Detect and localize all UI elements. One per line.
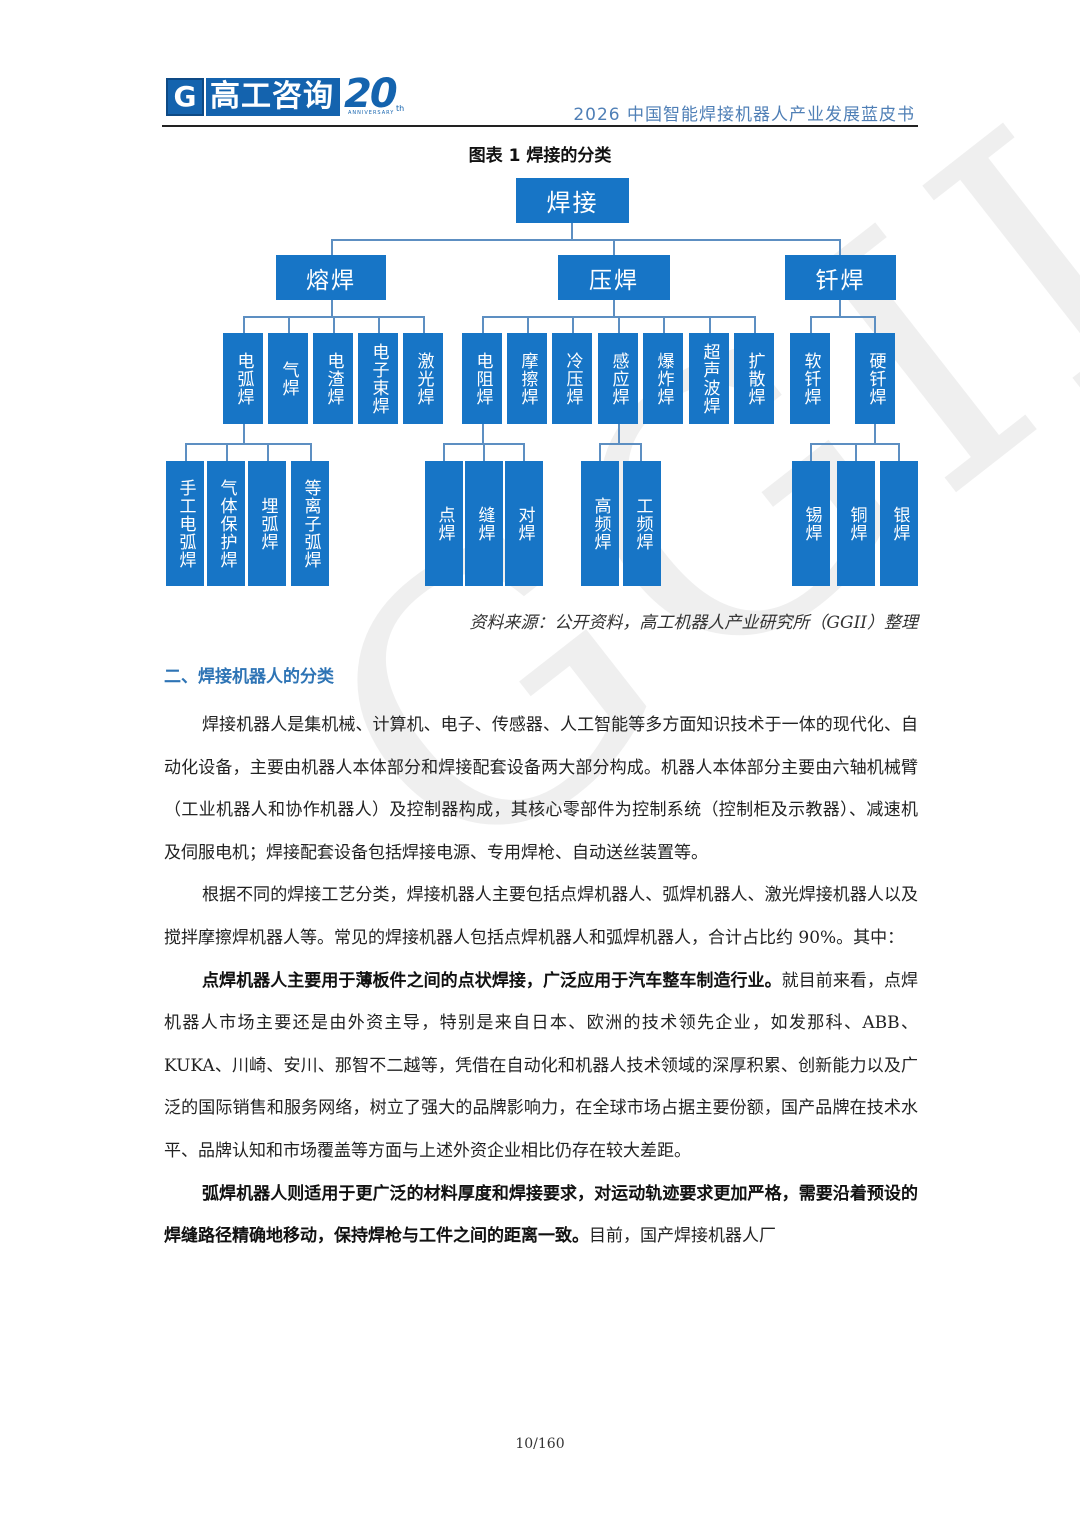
node-silver-brazing: 银焊 (880, 461, 918, 586)
node-electron-beam-welding: 电子束焊 (358, 333, 398, 424)
paragraph-1: 焊接机器人是集机械、计算机、电子、传感器、人工智能等多方面知识技术于一体的现代化… (164, 715, 918, 863)
node-submerged-arc-welding: 埋弧焊 (248, 461, 286, 586)
node-electroslag-welding: 电渣焊 (313, 333, 353, 424)
node-laser-welding: 激光焊 (403, 333, 443, 424)
connector (709, 316, 711, 333)
connector (618, 316, 620, 333)
connector (810, 443, 812, 461)
connector (243, 424, 245, 444)
node-power-frequency-welding: 工频焊 (623, 461, 661, 586)
company-logo: G 高工咨询 20 th ANNIVERSARY (166, 72, 408, 116)
connector (310, 443, 312, 461)
connector (267, 443, 269, 461)
connector (754, 316, 756, 333)
node-pressure-welding: 压焊 (558, 255, 670, 300)
paragraph-3: 点焊机器人主要用于薄板件之间的点状焊接，广泛应用于汽车整车制造行业。就目前来看，… (164, 960, 918, 1173)
node-explosion-welding: 爆炸焊 (643, 333, 683, 424)
node-manual-arc-welding: 手工电弧焊 (166, 461, 204, 586)
node-copper-brazing: 铜焊 (837, 461, 875, 586)
connector (810, 316, 876, 318)
connector (185, 443, 187, 461)
connector (378, 316, 380, 333)
connector (483, 443, 485, 461)
connector (613, 239, 615, 255)
connector (226, 443, 228, 461)
paragraph-4-highlight: 弧焊机器人则适用于更广泛的材料厚度和焊接要求，对运动轨迹要求更加严格，需要沿着预… (164, 1183, 918, 1247)
connector (333, 316, 335, 333)
paragraph-3-body: 就目前来看，点焊机器人市场主要还是由外资主导，特别是来自日本、欧洲的技术领先企业… (164, 970, 919, 1161)
document-title: 2026 中国智能焊接机器人产业发展蓝皮书 (573, 105, 915, 125)
connector (839, 239, 841, 255)
connector (874, 424, 876, 444)
node-gas-welding: 气焊 (268, 333, 308, 424)
paragraph-3-highlight: 点焊机器人主要用于薄板件之间的点状焊接，广泛应用于汽车整车制造行业。 (202, 970, 782, 991)
connector (482, 316, 484, 333)
logo-name: 高工咨询 (206, 78, 340, 116)
node-butt-welding: 对焊 (505, 461, 543, 586)
figure-source: 资料来源：公开资料，高工机器人产业研究所（GGII）整理 (469, 613, 918, 633)
anniversary-suffix: th (396, 104, 405, 113)
connector (523, 443, 525, 461)
connector (618, 424, 620, 444)
connector (423, 316, 425, 333)
node-welding-root: 焊接 (516, 178, 629, 223)
node-brazing: 钎焊 (785, 255, 896, 300)
node-arc-welding: 电弧焊 (223, 333, 263, 424)
connector (599, 443, 642, 445)
connector (482, 424, 484, 444)
logo-mark: G (166, 78, 204, 116)
connector (288, 316, 290, 333)
node-induction-welding: 感应焊 (598, 333, 638, 424)
paragraph-4: 弧焊机器人则适用于更广泛的材料厚度和焊接要求，对运动轨迹要求更加严格，需要沿着预… (164, 1173, 918, 1258)
connector (855, 443, 857, 461)
connector (185, 443, 312, 445)
connector (443, 443, 445, 461)
node-gas-shielded-welding: 气体保护焊 (207, 461, 245, 586)
node-cold-pressure-welding: 冷压焊 (552, 333, 592, 424)
connector (663, 316, 665, 333)
header-divider (162, 125, 918, 127)
connector (331, 239, 841, 241)
node-plasma-arc-welding: 等离子弧焊 (291, 461, 329, 586)
paragraph-2: 根据不同的焊接工艺分类，焊接机器人主要包括点焊机器人、弧焊机器人、激光焊接机器人… (164, 885, 918, 948)
figure-caption: 图表 1 焊接的分类 (468, 146, 612, 166)
anniversary-badge: 20 th ANNIVERSARY (344, 72, 408, 116)
connector (599, 443, 601, 461)
connector (331, 300, 333, 317)
connector (874, 316, 876, 333)
node-fusion-welding: 熔焊 (276, 255, 386, 300)
anniversary-text: ANNIVERSARY (348, 110, 395, 116)
page-number: 10/160 (515, 1436, 565, 1452)
connector (572, 316, 574, 333)
connector (640, 443, 642, 461)
connector (839, 300, 841, 317)
connector (527, 316, 529, 333)
connector (613, 300, 615, 317)
node-high-frequency-welding: 高频焊 (581, 461, 619, 586)
node-spot-welding: 点焊 (425, 461, 463, 586)
node-hard-brazing: 硬钎焊 (855, 333, 895, 424)
connector (571, 223, 573, 240)
node-seam-welding: 缝焊 (465, 461, 503, 586)
connector (810, 316, 812, 333)
section-heading: 二、焊接机器人的分类 (164, 667, 334, 687)
node-ultrasonic-welding: 超声波焊 (689, 333, 729, 424)
node-friction-welding: 摩擦焊 (507, 333, 547, 424)
node-resistance-welding: 电阻焊 (462, 333, 502, 424)
connector (898, 443, 900, 461)
node-diffusion-welding: 扩散焊 (734, 333, 774, 424)
anniversary-number: 20 (344, 71, 398, 117)
paragraph-4-body: 目前，国产焊接机器人厂 (589, 1226, 776, 1247)
connector (243, 316, 245, 333)
body-text: 焊接机器人是集机械、计算机、电子、传感器、人工智能等多方面知识技术于一体的现代化… (164, 704, 918, 1258)
node-soft-soldering: 软钎焊 (790, 333, 830, 424)
connector (331, 239, 333, 255)
node-tin-soldering: 锡焊 (792, 461, 830, 586)
